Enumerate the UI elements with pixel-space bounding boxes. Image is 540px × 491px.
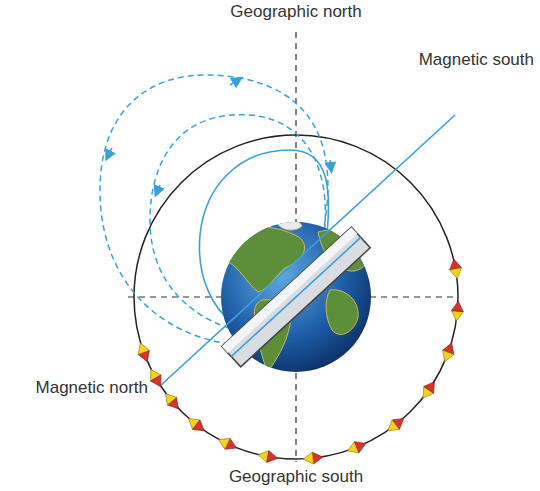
field-arrow [230,80,238,85]
compass-south-half [450,268,462,279]
pole-label: Magnetic south [417,50,536,70]
bar-magnet [222,227,371,367]
compass-north-half [451,301,463,311]
compass-north-half [151,375,161,387]
pole-label: Magnetic north [34,378,150,398]
compass-north-half [312,452,323,464]
compass-south-half [165,393,176,405]
compass-south-half [218,438,230,449]
compass-north-half [354,442,366,453]
compass-south-half [443,350,454,361]
compass-needles [138,259,463,464]
magnetic-axis [160,115,455,386]
compass-south-half [451,311,463,321]
compass-south-half [138,343,149,354]
compass-south-half [303,452,314,464]
axis-label: Geographic north [228,2,363,22]
compass-north-half [267,451,278,463]
field-circle [134,135,458,459]
compass-north-half [193,420,205,431]
compass-south-half [388,420,400,431]
field-arrow [108,148,112,156]
field-arrow [330,160,331,168]
compass-north-half [424,382,435,394]
field-arrow [157,185,160,192]
earth [221,220,371,372]
axis-label: Geographic south [227,467,365,487]
